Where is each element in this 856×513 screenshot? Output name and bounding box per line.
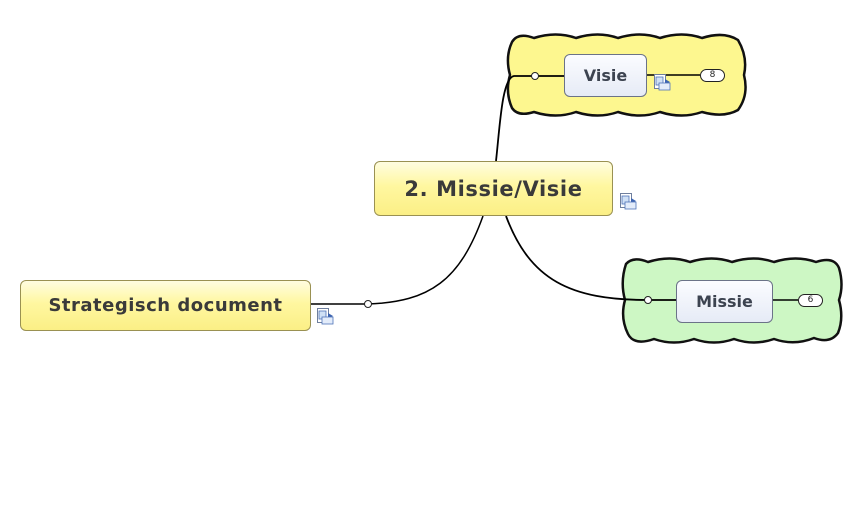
connector-central-to-strategisch xyxy=(311,215,484,305)
subtopic-visie[interactable]: Visie xyxy=(564,54,647,97)
collapse-handle-visie[interactable] xyxy=(531,72,539,80)
central-topic-label: 2. Missie/Visie xyxy=(404,176,583,201)
central-topic[interactable]: 2. Missie/Visie xyxy=(374,161,613,216)
main-topic-label: Strategisch document xyxy=(48,295,283,316)
visie-count-badge[interactable]: 8 xyxy=(700,69,725,82)
connector-central-to-missie xyxy=(505,215,676,301)
main-topic-strategisch-document[interactable]: Strategisch document xyxy=(20,280,311,331)
subtopic-missie-label: Missie xyxy=(696,292,753,311)
connector-central-to-visie xyxy=(495,75,564,162)
linked-document-icon[interactable] xyxy=(620,193,637,210)
linked-document-icon[interactable] xyxy=(317,308,334,325)
subtopic-missie[interactable]: Missie xyxy=(676,280,773,323)
linked-document-icon[interactable] xyxy=(654,74,671,91)
collapse-handle-missie[interactable] xyxy=(644,296,652,304)
missie-count-badge[interactable]: 6 xyxy=(798,294,823,307)
subtopic-visie-label: Visie xyxy=(583,66,628,85)
collapse-handle-strategisch[interactable] xyxy=(364,300,372,308)
